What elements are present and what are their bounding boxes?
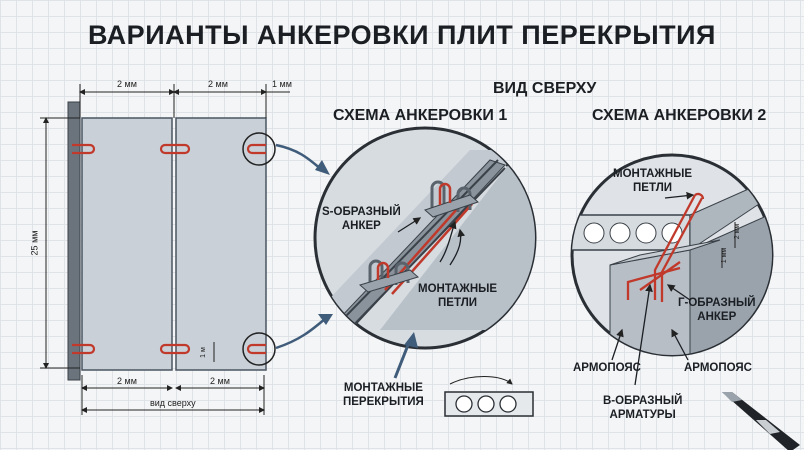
slab-left bbox=[81, 117, 173, 371]
belt-right-label: АРМОПОЯС bbox=[684, 362, 752, 374]
scheme1-title: СХЕМА АНКЕРОВКИ 1 bbox=[333, 107, 508, 124]
plan-dimensions bbox=[40, 84, 290, 415]
wall bbox=[67, 101, 81, 381]
s-anchor bbox=[368, 180, 472, 285]
belt-left-label: АРМОПОЯС bbox=[573, 362, 641, 374]
plan-view bbox=[40, 84, 290, 415]
scheme2-dim-side: 1 мм bbox=[721, 247, 729, 264]
bottom-caption: вид сверху bbox=[150, 398, 196, 408]
dim-bottom-2: 2 мм bbox=[210, 376, 230, 386]
detail-1 bbox=[313, 126, 537, 350]
dim-height: 25 мм bbox=[29, 230, 40, 256]
detail-circle-top bbox=[242, 132, 276, 166]
page-title: ВАРИАНТЫ АНКЕРОВКИ ПЛИТ ПЕРЕКРЫТИЯ bbox=[88, 20, 716, 50]
hollow-slab-section bbox=[444, 376, 534, 417]
small-dim: 1 м bbox=[199, 347, 207, 358]
scheme2-dim-top: 2 мм bbox=[734, 223, 742, 240]
dim-top-1: 2 мм bbox=[117, 79, 137, 89]
top-view-heading: ВИД СВЕРХУ bbox=[493, 80, 597, 97]
pen-illustration bbox=[722, 392, 800, 450]
dim-top-2: 2 мм bbox=[208, 79, 228, 89]
plan-loops bbox=[72, 143, 266, 355]
detail-circle-bottom bbox=[242, 332, 276, 366]
slab-right bbox=[175, 117, 267, 371]
dim-top-3: 1 мм bbox=[272, 79, 292, 89]
dim-bottom-1: 2 мм bbox=[117, 376, 137, 386]
scheme2-title: СХЕМА АНКЕРОВКИ 2 bbox=[592, 107, 767, 124]
